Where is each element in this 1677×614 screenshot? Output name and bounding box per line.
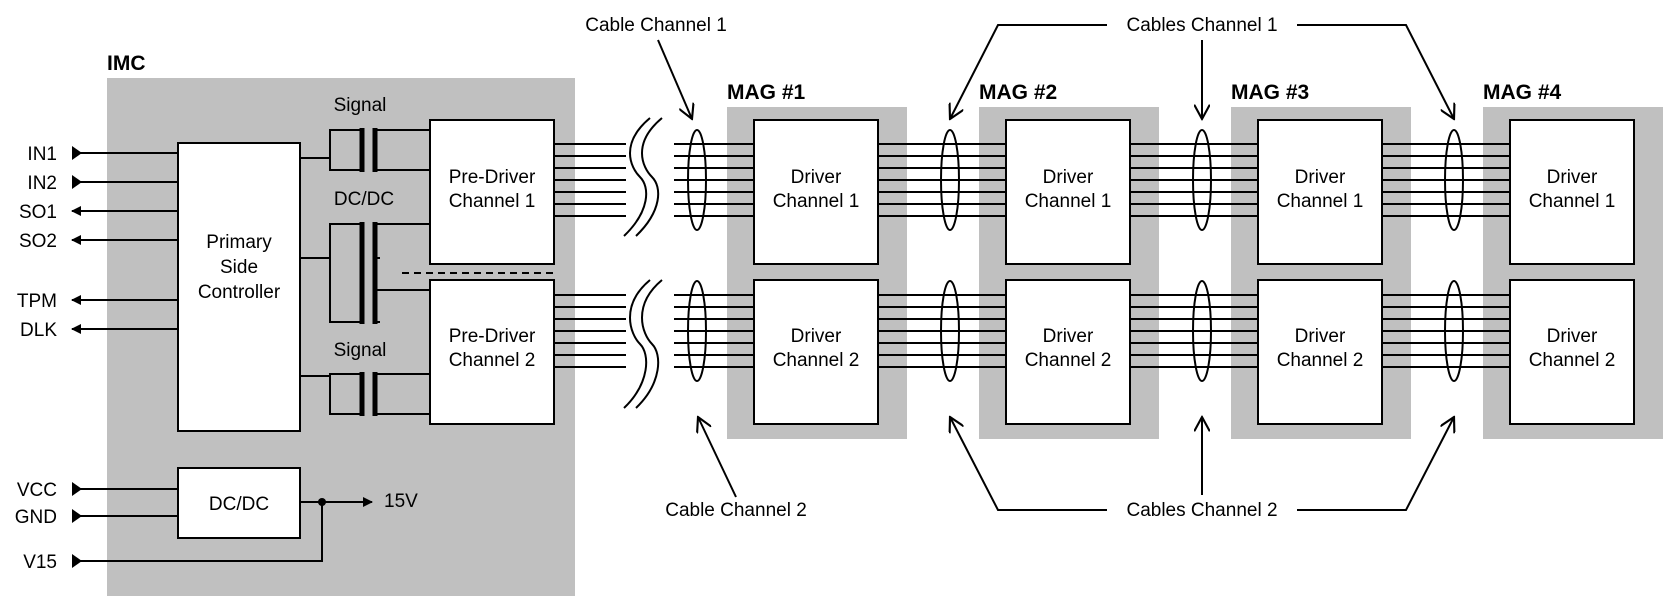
pre-driver-channel-1 [429, 119, 555, 265]
label-so2: SO2 [19, 231, 57, 252]
mag-3: MAG #3 Driver Channel 1 Driver Channel 2 [1231, 81, 1411, 439]
mag-4-driver-2-line2: Channel 2 [1529, 350, 1616, 371]
signal-transformer-bottom [300, 372, 430, 416]
cable-tie-ch2-mag1 [687, 280, 707, 382]
cable-break-b-ch1 [635, 117, 663, 237]
mag-3-driver-1-line1: Driver [1295, 167, 1346, 188]
label-cable-channel-1: Cable Channel 1 [585, 15, 727, 36]
mag-4-driver-1-line1: Driver [1547, 167, 1598, 188]
mag-2-driver-2-line2: Channel 2 [1025, 350, 1112, 371]
label-in2: IN2 [27, 173, 57, 194]
arrow-cables-ch2-right [1297, 417, 1454, 511]
arrow-cables-ch1-left [950, 24, 1107, 119]
junction-dot [318, 498, 326, 506]
signal-bottom-label: Signal [334, 340, 387, 361]
mag-2-driver-1-line1: Driver [1043, 167, 1094, 188]
mag-2-title: MAG #2 [979, 81, 1057, 104]
label-v15: V15 [23, 552, 57, 573]
output-15v-label: 15V [384, 491, 418, 512]
mag-1-title: MAG #1 [727, 81, 806, 104]
mag-2-driver-channel-1 [1005, 119, 1131, 265]
label-gnd: GND [15, 507, 57, 528]
pre-driver-2-line1: Pre-Driver [449, 326, 536, 347]
label-vcc: VCC [17, 480, 57, 501]
label-tpm: TPM [17, 291, 57, 312]
mag-3-driver-2-line1: Driver [1295, 326, 1346, 347]
cable-tie-ch1-mag2 [940, 129, 960, 231]
cable-break-a-ch1 [623, 117, 651, 237]
cable-tie-ch1-mag4 [1444, 129, 1464, 231]
label-cables-channel-1: Cables Channel 1 [1126, 15, 1277, 36]
mag-4-driver-2-line1: Driver [1547, 326, 1598, 347]
label-cable-channel-2: Cable Channel 2 [665, 500, 807, 521]
mag-1-driver-channel-1 [753, 119, 879, 265]
signal-top-label: Signal [334, 95, 387, 116]
mag-3-driver-2-line2: Channel 2 [1277, 350, 1364, 371]
imc-io-lines [71, 146, 323, 568]
mag-2-driver-1-line2: Channel 1 [1025, 191, 1112, 212]
imc-title: IMC [107, 52, 146, 75]
mag-1-driver-2-line1: Driver [791, 326, 842, 347]
imc-module: IMC IN1 IN2 SO1 SO2 TPM DLK VCC G [15, 52, 575, 596]
label-so1: SO1 [19, 202, 57, 223]
pre-driver-1-line2: Channel 1 [449, 191, 536, 212]
pre-driver-channel-2 [429, 279, 555, 425]
mag-1-driver-2-line2: Channel 2 [773, 350, 860, 371]
mag-1-driver-1-line2: Channel 1 [773, 191, 860, 212]
cable-break-a-ch2 [623, 279, 651, 409]
arrow-cable-ch1 [657, 39, 692, 119]
dcdc-transformer-label: DC/DC [334, 189, 394, 210]
pre-driver-2-line2: Channel 2 [449, 350, 536, 371]
mag-2: MAG #2 Driver Channel 1 Driver Channel 2 [979, 81, 1159, 439]
arrow-cable-ch2 [698, 417, 737, 498]
arrow-cables-ch2-left [950, 417, 1107, 511]
mag-2-driver-2-line1: Driver [1043, 326, 1094, 347]
imc-io-labels: IN1 IN2 SO1 SO2 TPM DLK VCC GND V15 [15, 144, 58, 573]
label-cables-channel-2: Cables Channel 2 [1126, 500, 1277, 521]
primary-side-controller [177, 142, 301, 432]
mag-3-title: MAG #3 [1231, 81, 1309, 104]
mag-2-driver-channel-2 [1005, 279, 1131, 425]
dcdc-label: DC/DC [209, 494, 269, 515]
mag-1-driver-1-line1: Driver [791, 167, 842, 188]
cable-tie-ch2-mag4 [1444, 280, 1464, 382]
mag-4: MAG #4 Driver Channel 1 Driver Channel 2 [1483, 81, 1663, 439]
controller-line3: Controller [198, 282, 281, 303]
mag-4-driver-channel-2 [1509, 279, 1635, 425]
mag-4-driver-channel-1 [1509, 119, 1635, 265]
controller-line1: Primary [206, 232, 272, 253]
cable-tie-ch1-mag1 [687, 129, 707, 231]
signal-transformer-top [300, 128, 430, 172]
arrow-cables-ch1-right [1297, 24, 1454, 119]
mag-3-driver-channel-2 [1257, 279, 1383, 425]
cable-bundles [554, 117, 1510, 409]
pre-driver-1-line1: Pre-Driver [449, 167, 536, 188]
label-in1: IN1 [27, 144, 57, 165]
dcdc-transformer [300, 222, 555, 324]
cable-tie-ch1-mag3 [1192, 129, 1212, 231]
controller-line2: Side [220, 257, 258, 278]
mag-4-title: MAG #4 [1483, 81, 1562, 104]
callout-arrows [657, 24, 1454, 511]
mag-4-driver-1-line2: Channel 1 [1529, 191, 1616, 212]
mag-3-driver-1-line2: Channel 1 [1277, 191, 1364, 212]
mag-3-driver-channel-1 [1257, 119, 1383, 265]
label-dlk: DLK [20, 320, 57, 341]
mag-1: MAG #1 Driver Channel 1 Driver Channel 2 [727, 81, 907, 439]
cable-tie-ch2-mag2 [940, 280, 960, 382]
cable-break-b-ch2 [635, 279, 663, 409]
cable-tie-ch2-mag3 [1192, 280, 1212, 382]
mag-1-driver-channel-2 [753, 279, 879, 425]
